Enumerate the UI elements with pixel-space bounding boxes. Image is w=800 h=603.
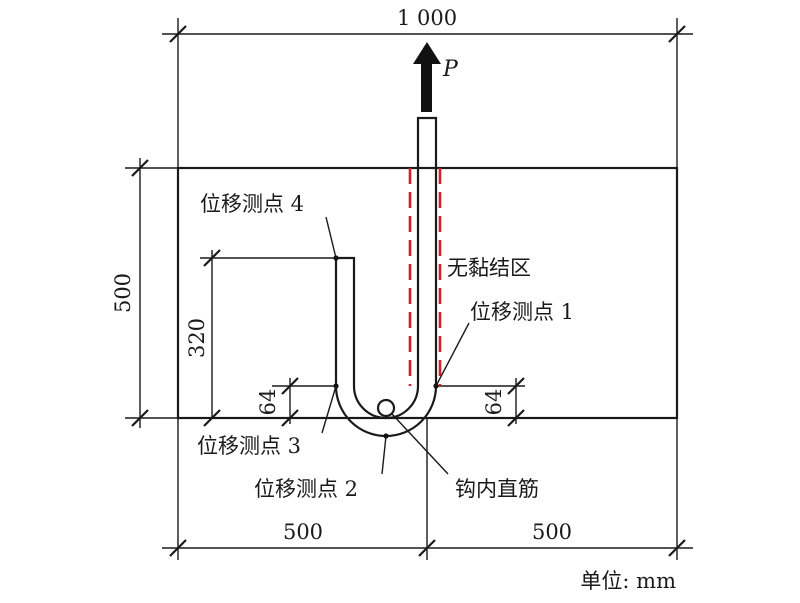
bottom-dim-right-label: 500 bbox=[532, 520, 572, 544]
left-dim-label: 500 bbox=[111, 273, 135, 313]
right-offset-tick-bottom bbox=[507, 409, 525, 427]
unbonded-zone bbox=[408, 168, 442, 386]
left-offset-label: 64 bbox=[256, 389, 280, 416]
bottom-dim-tick-right bbox=[668, 539, 686, 557]
leader-lines bbox=[321, 216, 470, 475]
leader-point1 bbox=[435, 322, 470, 387]
label-point3: 位移测点 3 bbox=[197, 434, 301, 458]
hook-height-dimension: 320 bbox=[185, 249, 336, 427]
label-unbonded-zone: 无黏结区 bbox=[447, 256, 531, 280]
load-arrow-shaft bbox=[421, 62, 432, 112]
hook-dim-tick-bottom bbox=[203, 409, 221, 427]
top-dimension: 1 000 bbox=[162, 6, 693, 168]
leader-point4 bbox=[325, 216, 337, 259]
right-offset-label: 64 bbox=[482, 389, 506, 416]
left-dim-tick-bottom bbox=[131, 409, 149, 427]
left-offset-dimension: 64 bbox=[256, 377, 336, 427]
bottom-dim-tick-mid bbox=[418, 539, 436, 557]
bottom-dim-tick-left bbox=[169, 539, 187, 557]
rebar-outline bbox=[334, 116, 438, 438]
top-dim-tick-left bbox=[169, 25, 187, 43]
label-point4: 位移测点 4 bbox=[200, 192, 304, 216]
hooked-rebar bbox=[334, 116, 438, 438]
bottom-dim-left-label: 500 bbox=[283, 520, 323, 544]
left-offset-tick-bottom bbox=[281, 409, 299, 427]
bottom-dimension: 500 500 bbox=[162, 418, 693, 560]
load-arrow: P bbox=[413, 42, 459, 112]
inner-straight-bar bbox=[376, 398, 396, 418]
leader-point2 bbox=[381, 435, 387, 475]
top-dim-label: 1 000 bbox=[397, 6, 457, 30]
label-point2: 位移测点 2 bbox=[254, 477, 358, 501]
left-dimension: 500 bbox=[111, 158, 178, 428]
hook-dim-label: 320 bbox=[185, 318, 209, 358]
load-arrow-head bbox=[413, 42, 441, 64]
label-inner-bar: 钩内直筋 bbox=[455, 477, 539, 501]
right-offset-dimension: 64 bbox=[437, 377, 525, 427]
unit-label: 单位: mm bbox=[580, 569, 676, 593]
leader-inner-bar bbox=[391, 413, 449, 475]
left-dim-tick-top bbox=[131, 159, 149, 177]
measuring-points bbox=[333, 255, 439, 439]
hook-dim-tick-top bbox=[203, 249, 221, 267]
leader-point3 bbox=[321, 385, 337, 434]
load-label: P bbox=[442, 57, 459, 82]
label-point1: 位移测点 1 bbox=[470, 300, 574, 324]
top-dim-tick-right bbox=[668, 25, 686, 43]
right-offset-tick-top bbox=[507, 377, 525, 395]
left-offset-tick-top bbox=[281, 377, 299, 395]
